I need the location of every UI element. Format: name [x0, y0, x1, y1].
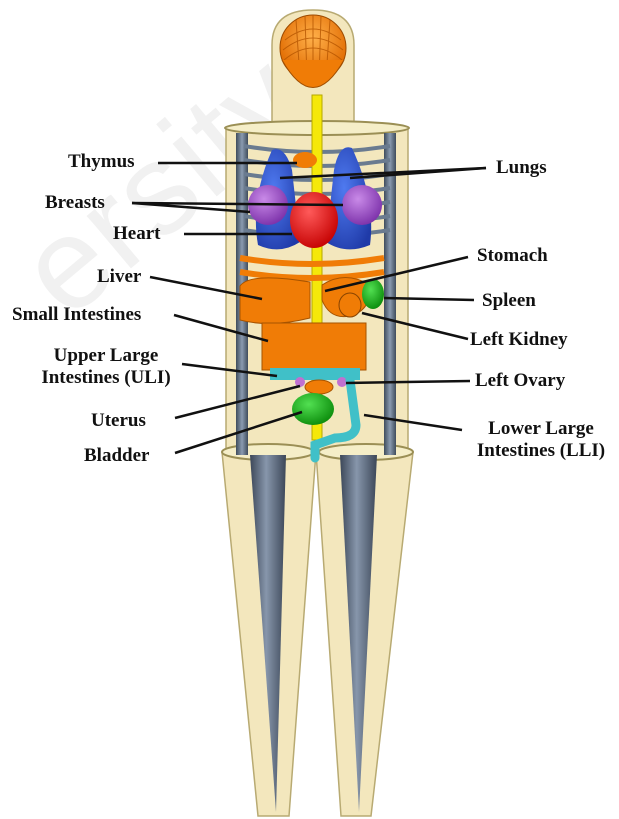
label-spleen: Spleen [482, 290, 536, 312]
label-bladder: Bladder [84, 445, 149, 467]
label-uli-line2: Intestines (ULI) [31, 367, 181, 389]
legs [222, 444, 413, 816]
left-kidney [339, 293, 361, 317]
breast-left [342, 185, 382, 225]
label-lli-line1: Lower Large [466, 418, 616, 440]
right-ovary [295, 377, 305, 387]
heart [290, 192, 338, 248]
label-thymus: Thymus [68, 151, 135, 173]
left-ovary [337, 377, 347, 387]
label-lli-line2: Intestines (LLI) [466, 440, 616, 462]
label-lungs: Lungs [496, 157, 547, 179]
label-uterus: Uterus [91, 410, 146, 432]
label-heart: Heart [113, 223, 160, 245]
label-small-intestines: Small Intestines [12, 304, 141, 326]
label-stomach: Stomach [477, 245, 548, 267]
small-intestines [262, 323, 366, 370]
label-breasts: Breasts [45, 192, 105, 214]
bladder [292, 393, 334, 425]
label-left-kidney: Left Kidney [470, 329, 568, 351]
label-liver: Liver [97, 266, 141, 288]
label-uli-line1: Upper Large [31, 345, 181, 367]
thymus [293, 152, 317, 168]
label-upper-large-intestines: Upper Large Intestines (ULI) [31, 345, 181, 389]
label-left-ovary: Left Ovary [475, 370, 565, 392]
uterus [305, 380, 333, 394]
label-lower-large-intestines: Lower Large Intestines (LLI) [466, 418, 616, 462]
spleen [362, 279, 384, 309]
